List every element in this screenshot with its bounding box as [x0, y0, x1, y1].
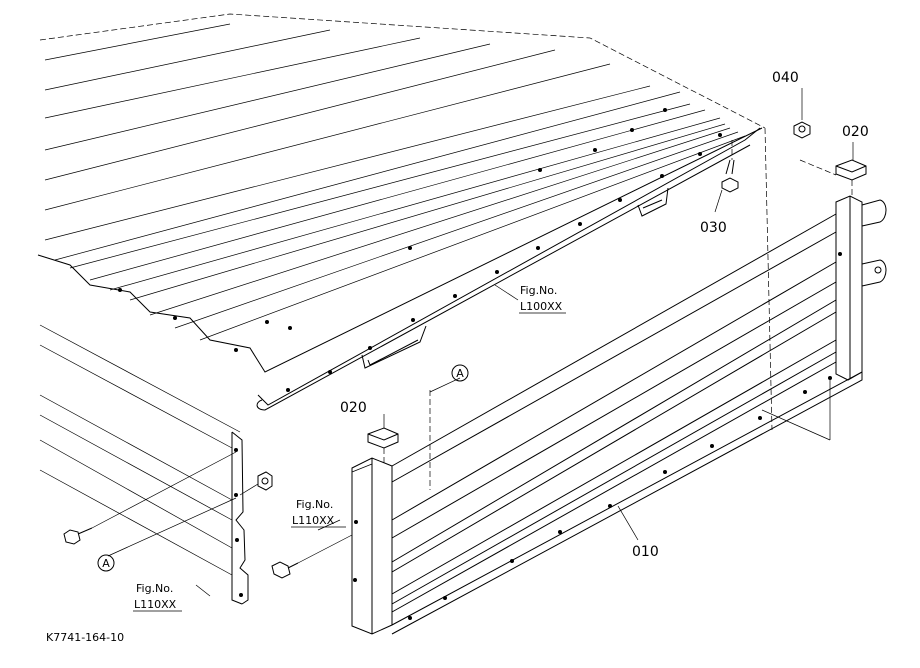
- fig-ref-l110-center-label: Fig.No.: [296, 498, 333, 511]
- part-label-020-right: 020: [842, 124, 869, 140]
- side-bolt-left: [63, 451, 237, 545]
- bolt-030: [721, 140, 739, 193]
- leader-lines: [107, 88, 854, 597]
- cap-020-right: [835, 159, 867, 198]
- fig-ref-l100-label: Fig.No.: [520, 284, 557, 297]
- nut-040: [793, 121, 811, 139]
- fig-ref-l110-left-code: L110XX: [134, 598, 177, 611]
- callout-a-top: A: [451, 364, 469, 382]
- side-nut-left: [239, 471, 273, 496]
- bed-floor: [37, 13, 773, 431]
- side-bolt-center: [271, 534, 353, 579]
- part-label-010: 010: [632, 544, 659, 560]
- fig-ref-l110-center-code: L110XX: [292, 514, 335, 527]
- fig-ref-l110-left-label: Fig.No.: [136, 582, 173, 595]
- callout-a-left: A: [97, 554, 115, 572]
- part-label-040: 040: [772, 70, 799, 86]
- drawing-code: K7741-164-10: [46, 631, 124, 644]
- fig-ref-l100-code: L100XX: [520, 300, 563, 313]
- callout-a-top-letter: A: [456, 367, 464, 380]
- callout-a-left-letter: A: [102, 557, 110, 570]
- tailgate-010: [351, 159, 887, 635]
- part-label-030: 030: [700, 220, 727, 236]
- cap-020-left: [367, 427, 399, 466]
- left-side-panel: [39, 324, 249, 605]
- part-label-020-left: 020: [340, 400, 367, 416]
